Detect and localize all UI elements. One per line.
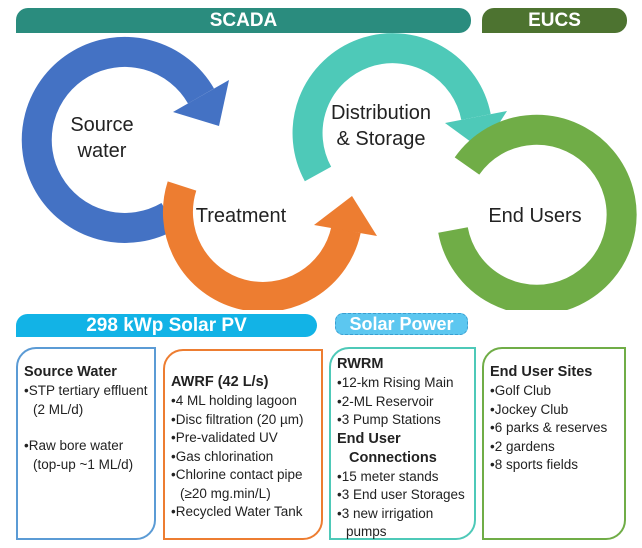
awrf-box: AWRF (42 L/s) 4 ML holding lagoon Disc f… <box>163 349 323 540</box>
stage-label: water <box>77 140 127 162</box>
eucs-label: EUCS <box>528 9 581 31</box>
list-item: 2-ML Reservoir <box>337 393 468 412</box>
eucs-bar: EUCS <box>482 8 627 33</box>
list-item: 3 End user Storages <box>337 486 468 505</box>
list-item: Chlorine contact pipe (≥20 mg.min/L) <box>171 466 315 503</box>
stage-label: Treatment <box>195 205 287 227</box>
end-user-sites-box: End User Sites Golf Club Jockey Club 6 p… <box>482 347 626 540</box>
list-item: Recycled Water Tank <box>171 503 315 522</box>
solar-power-bar: Solar Power <box>335 313 468 335</box>
list-item: Gas chlorination <box>171 448 315 467</box>
process-cycle-diagram <box>21 33 637 310</box>
box-title: RWRM <box>337 356 384 372</box>
box-title: AWRF (42 L/s) <box>171 374 269 390</box>
list-item: 2 gardens <box>490 438 618 457</box>
stage-label: End Users <box>488 205 582 227</box>
scada-bar: SCADA <box>16 8 471 33</box>
distribution-storage-arrow <box>292 33 507 182</box>
solar-pv-label: 298 kWp Solar PV <box>86 314 247 336</box>
stage-treatment: Treatment <box>185 203 297 229</box>
list-item: 6 parks & reserves <box>490 419 618 438</box>
source-water-arrow <box>21 36 229 243</box>
list-item: 3 Pump Stations <box>337 411 468 430</box>
list-item: 8 sports fields <box>490 456 618 475</box>
list-item: Pre-validated UV <box>171 429 315 448</box>
stage-label: & Storage <box>336 128 426 150</box>
list-item: STP tertiary effluent (2 ML/d) <box>24 382 148 419</box>
list-item: 3 new irrigation pumps <box>337 505 468 542</box>
list-item: Jockey Club <box>490 401 618 420</box>
list-item: 12-km Rising Main <box>337 374 468 393</box>
list-item: 4 ML holding lagoon <box>171 392 315 411</box>
rwrm-box: RWRM 12-km Rising Main 2-ML Reservoir 3 … <box>329 347 476 540</box>
list-item: Raw bore water (top-up ~1 ML/d) <box>24 437 148 474</box>
list-item: 15 meter stands <box>337 468 468 487</box>
stage-end-users: End Users <box>475 203 595 229</box>
solar-power-label: Solar Power <box>349 313 454 334</box>
solar-pv-bar: 298 kWp Solar PV <box>16 314 317 337</box>
treatment-arrow <box>163 181 377 310</box>
source-water-box: Source Water STP tertiary effluent (2 ML… <box>16 347 156 540</box>
scada-label: SCADA <box>209 9 278 31</box>
box-title: Source Water <box>24 364 117 380</box>
box-title: End User Sites <box>490 364 593 380</box>
stage-source-water: Source water <box>62 112 142 164</box>
stage-label: Distribution <box>330 102 432 124</box>
stage-distribution-storage: Distribution & Storage <box>318 100 444 152</box>
end-users-ring <box>438 114 637 310</box>
stage-label: Source <box>70 114 134 136</box>
list-item: Golf Club <box>490 382 618 401</box>
list-item: Disc filtration (20 µm) <box>171 411 315 430</box>
box-subtitle: End User Connections <box>337 430 437 466</box>
